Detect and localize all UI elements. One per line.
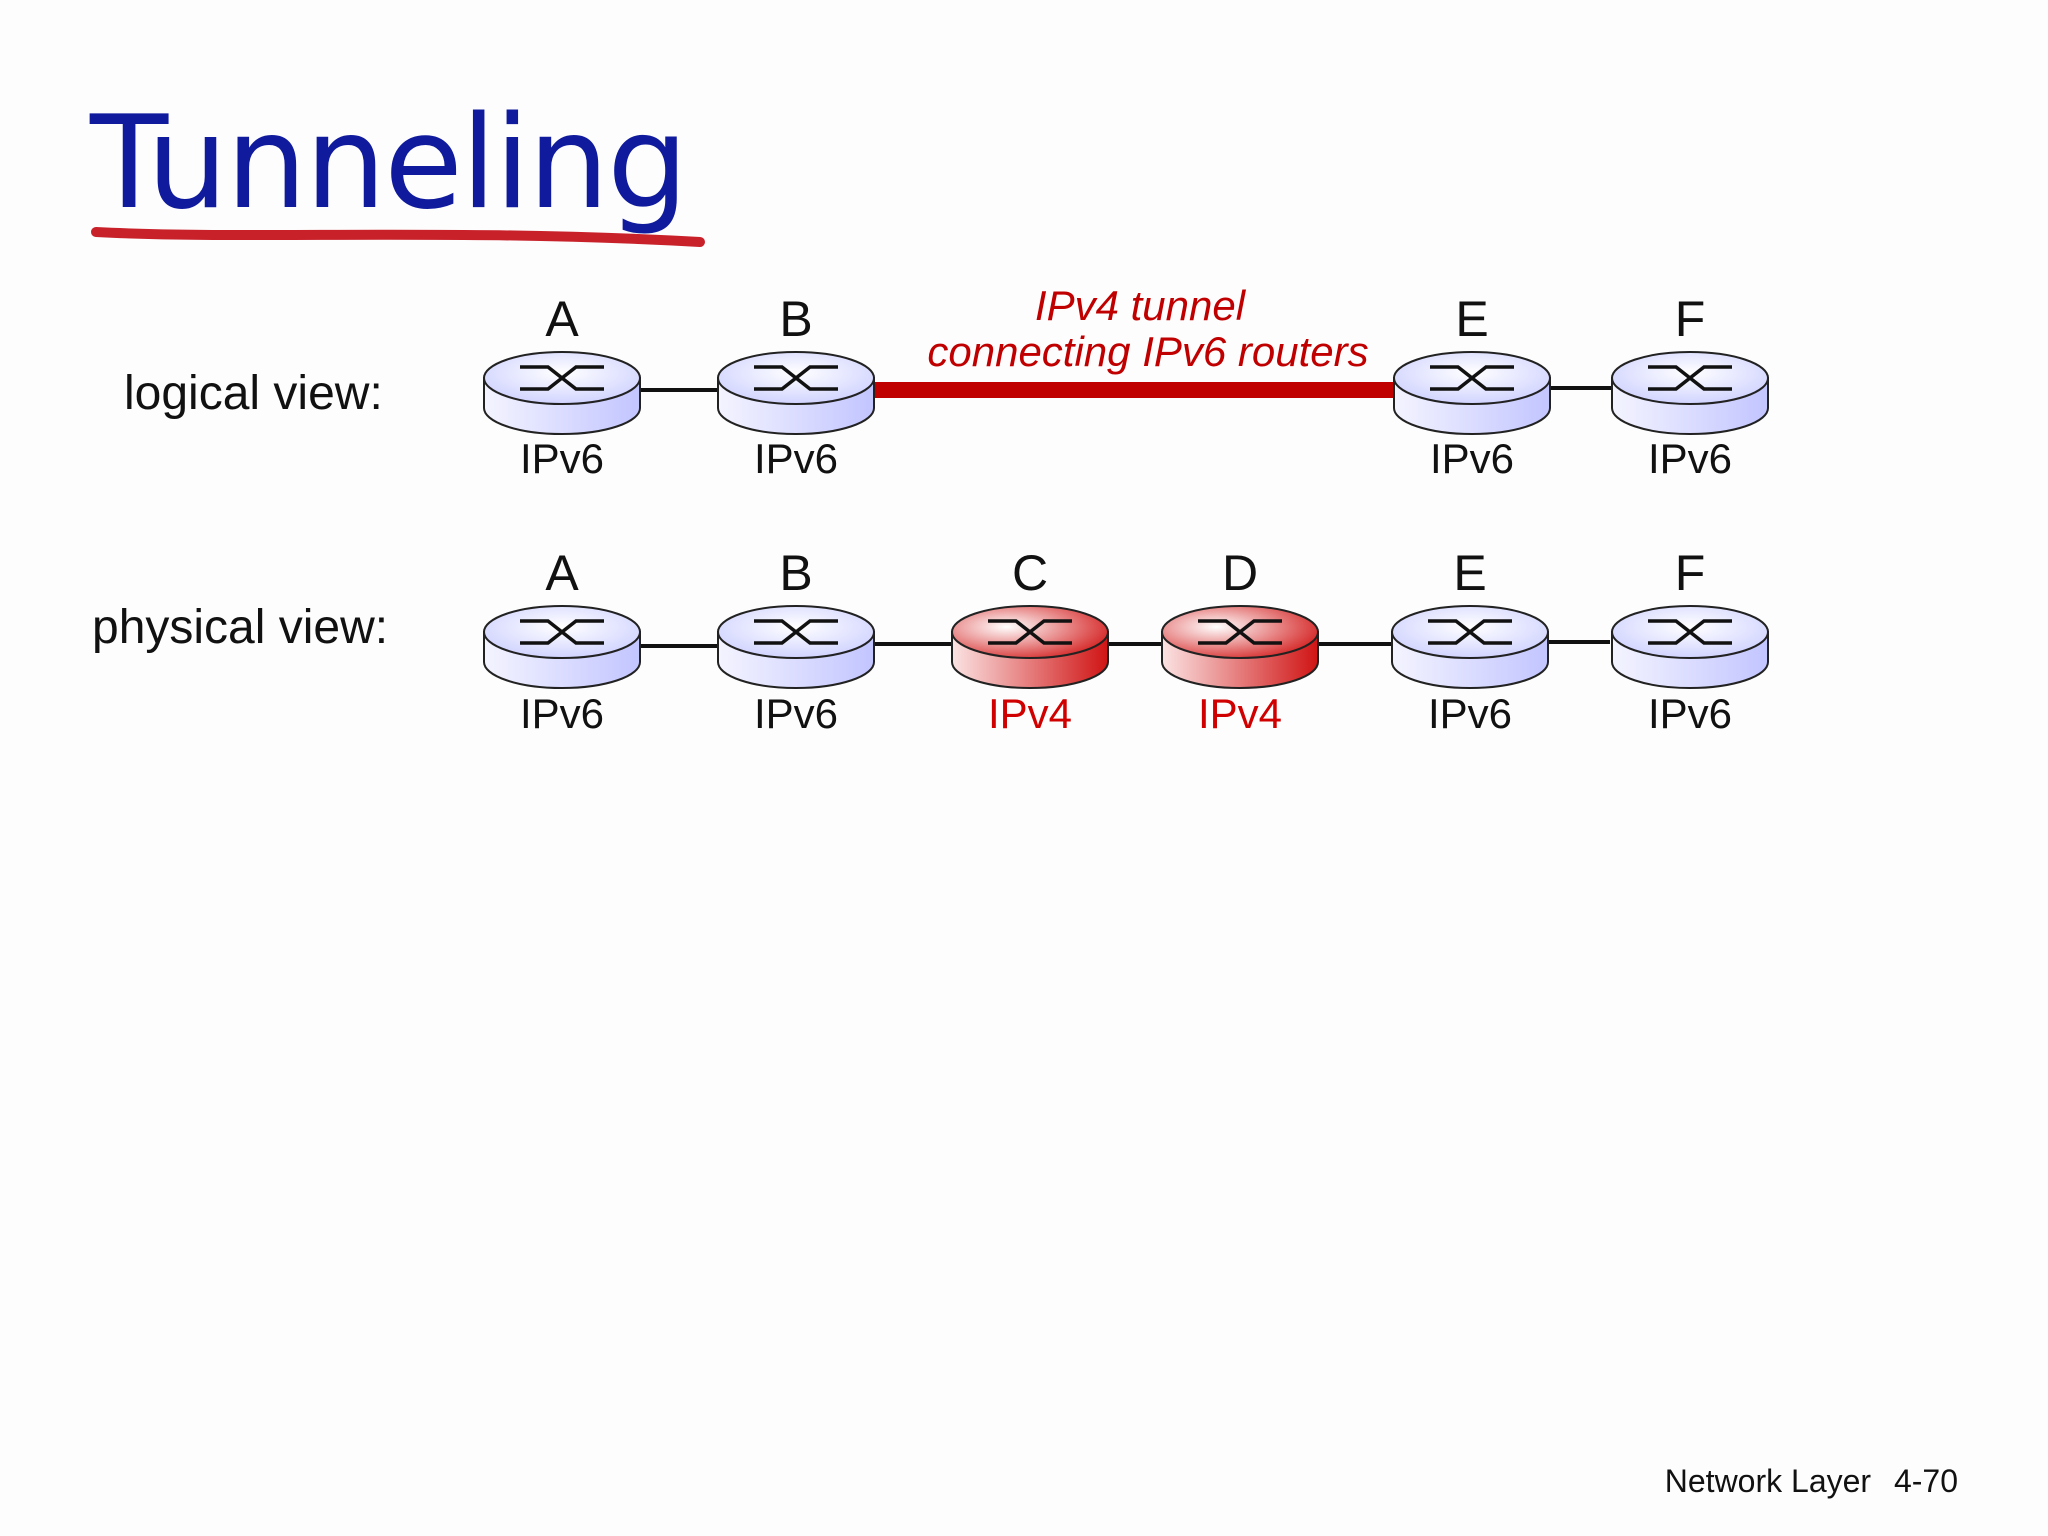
router-proto-physical-b: IPv6 — [754, 690, 838, 737]
router-proto-physical-e: IPv6 — [1428, 690, 1512, 737]
router-letter-physical-c: C — [1012, 545, 1048, 601]
slide-footer: Network Layer 4-70 — [1665, 1463, 1958, 1500]
router-icon — [1161, 605, 1319, 689]
logical-view-label: logical view: — [124, 367, 383, 420]
footer-section: Network Layer — [1664, 1463, 1872, 1499]
router-proto-physical-f: IPv6 — [1648, 690, 1732, 737]
router-letter-physical-d: D — [1222, 545, 1258, 601]
router-icon — [1611, 605, 1769, 689]
tunnel-label-line2: connecting IPv6 routers — [927, 328, 1368, 375]
footer-page-number: 4-70 — [1893, 1463, 1958, 1499]
router-letter-physical-f: F — [1675, 545, 1706, 601]
router-letter-logical-e: E — [1455, 291, 1488, 347]
router-icon — [1391, 605, 1549, 689]
router-icon — [1611, 351, 1769, 435]
router-icon — [1393, 351, 1551, 435]
tunnel-label-line1: IPv4 tunnel — [1035, 282, 1247, 329]
router-proto-physical-d: IPv4 — [1198, 690, 1282, 737]
router-icon — [717, 605, 875, 689]
router-letter-logical-b: B — [779, 291, 812, 347]
router-icon — [951, 605, 1109, 689]
router-icon — [717, 351, 875, 435]
router-icon — [483, 351, 641, 435]
slide-title: Tunneling — [90, 89, 688, 238]
router-proto-physical-c: IPv4 — [988, 690, 1072, 737]
router-proto-logical-b: IPv6 — [754, 435, 838, 482]
router-proto-logical-f: IPv6 — [1648, 435, 1732, 482]
router-letter-logical-f: F — [1675, 291, 1706, 347]
router-proto-physical-a: IPv6 — [520, 690, 604, 737]
router-letter-physical-a: A — [545, 545, 579, 601]
router-letter-physical-e: E — [1453, 545, 1486, 601]
router-letter-physical-b: B — [779, 545, 812, 601]
router-icon — [483, 605, 641, 689]
router-letter-logical-a: A — [545, 291, 579, 347]
router-proto-logical-a: IPv6 — [520, 435, 604, 482]
router-proto-logical-e: IPv6 — [1430, 435, 1514, 482]
physical-view-label: physical view: — [92, 601, 389, 654]
